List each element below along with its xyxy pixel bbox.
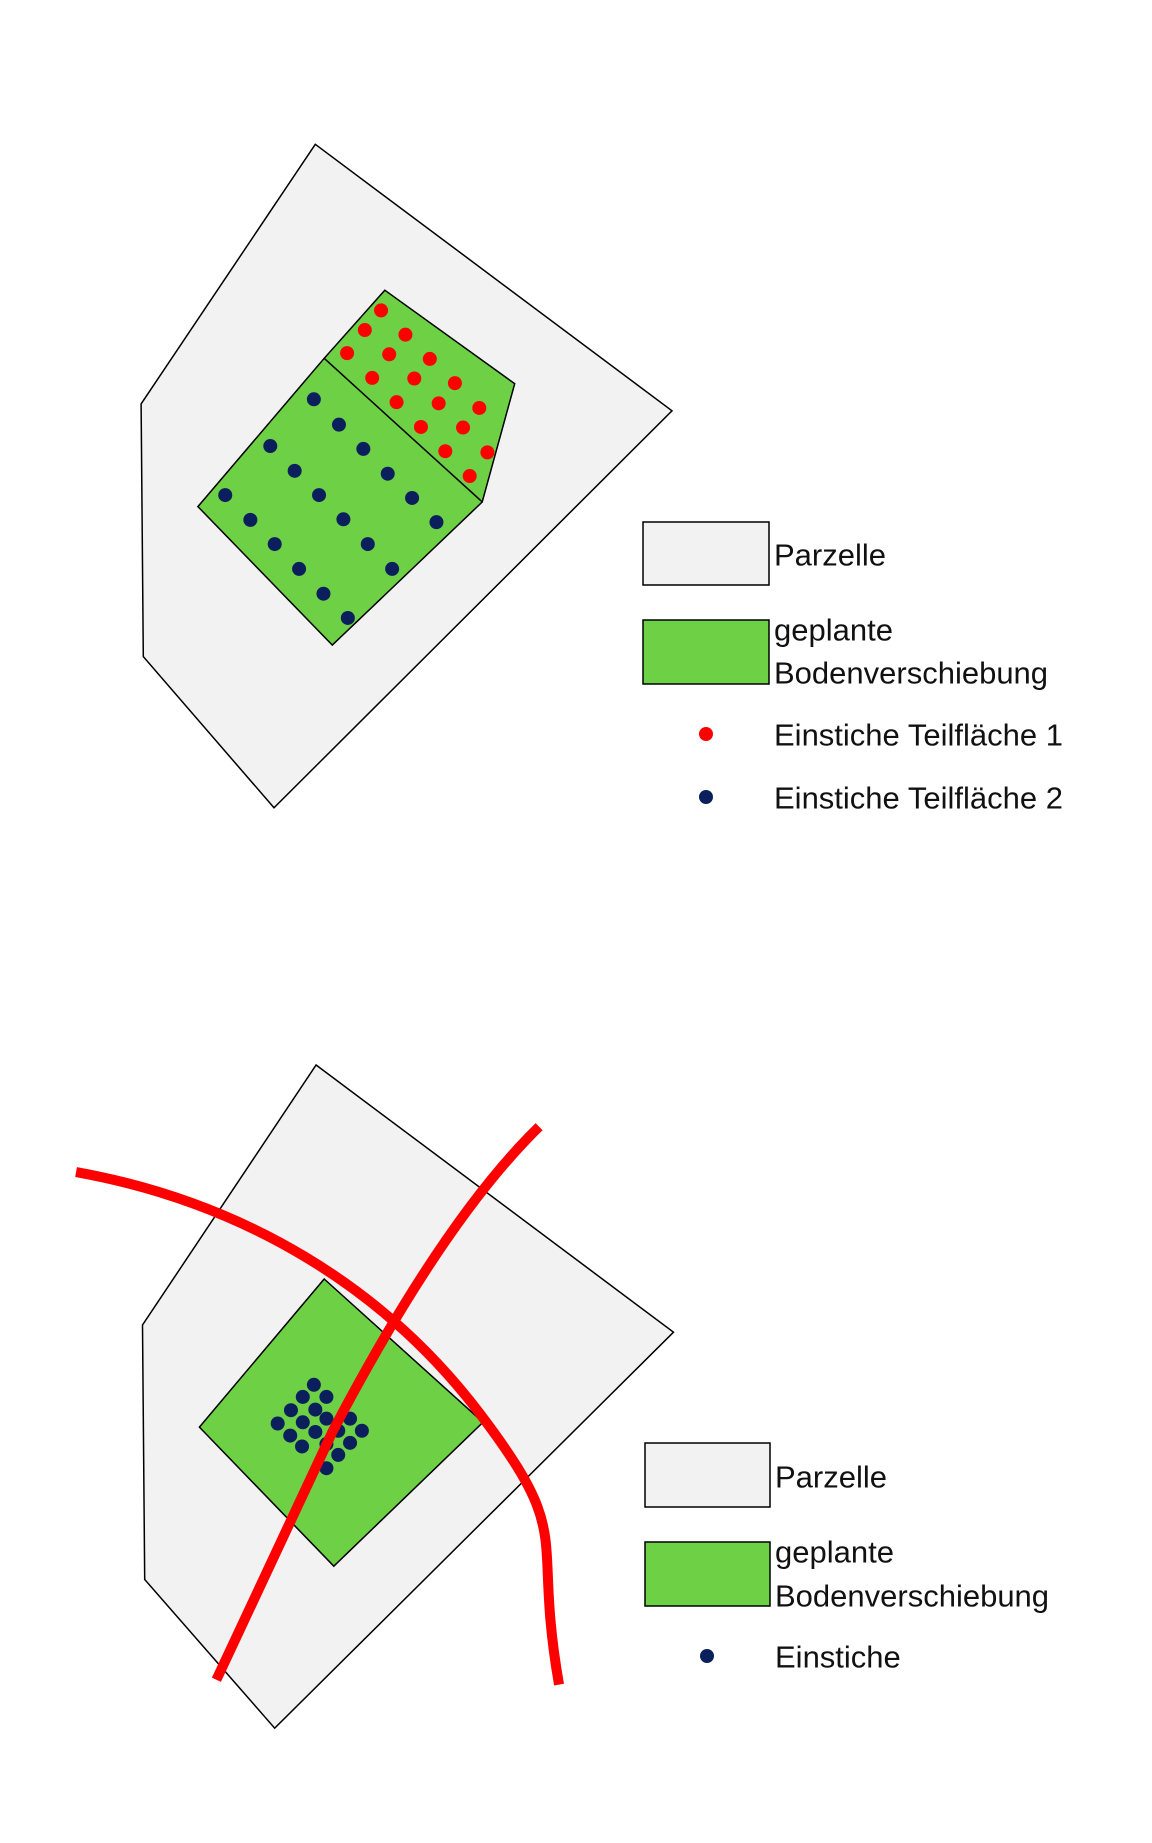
legend-parcel-swatch (644, 1442, 771, 1508)
point-area2 (316, 586, 331, 601)
legend-area1-dot (699, 727, 713, 741)
point (295, 1389, 310, 1404)
panel-top (140, 143, 770, 809)
legend-planned-label-1-bottom: geplante (775, 1534, 894, 1570)
point-area1 (447, 376, 462, 391)
point (283, 1403, 298, 1418)
planned-area-polygon (196, 289, 516, 647)
legend-planned-label-2-bottom: Bodenverschiebung (775, 1578, 1050, 1614)
point-area2 (243, 512, 258, 527)
point-area1 (407, 371, 422, 386)
point-area2 (263, 439, 278, 454)
point-area1 (413, 419, 428, 434)
point-area1 (374, 303, 389, 318)
legend-area2-label: Einstiche Teilfläche 2 (774, 780, 1063, 816)
point-area2 (405, 490, 420, 505)
panel-bottom (75, 1063, 771, 1730)
point-area1 (472, 400, 487, 415)
legend-planned-label-1: geplante (774, 612, 893, 648)
legend-parcel-swatch (642, 521, 770, 586)
red-diagonal-line (211, 1123, 543, 1682)
point-area1 (365, 370, 380, 385)
point-area2 (360, 537, 375, 552)
legend-planned-swatch (642, 619, 770, 685)
point-area2 (340, 610, 355, 625)
point (354, 1423, 369, 1438)
point-area1 (462, 469, 477, 484)
point-area1 (438, 444, 453, 459)
legend-points-label-bottom: Einstiche (775, 1639, 901, 1675)
legend-planned-label-2: Bodenverschiebung (774, 655, 1049, 691)
point-area2 (429, 515, 444, 530)
legend-area1-label: Einstiche Teilfläche 1 (774, 717, 1063, 753)
point (270, 1416, 285, 1431)
red-arc-line (75, 1167, 564, 1686)
point-area1 (389, 395, 404, 410)
point-area2 (336, 512, 351, 527)
point (319, 1389, 334, 1404)
point-area1 (431, 396, 446, 411)
point-area1 (398, 327, 413, 342)
point-area2 (312, 488, 327, 503)
point (295, 1439, 310, 1454)
point-area2 (306, 392, 321, 407)
subarea-divider (323, 357, 483, 503)
point (343, 1435, 358, 1450)
legend-area2-dot (699, 790, 713, 804)
point-area2 (331, 417, 346, 432)
point (331, 1447, 346, 1462)
point (283, 1428, 298, 1443)
point-area1 (456, 420, 471, 435)
point (295, 1415, 310, 1430)
point-area2 (356, 441, 371, 456)
point-area1 (357, 323, 372, 338)
point (306, 1377, 321, 1392)
legend-points-dot (700, 1649, 714, 1663)
point-area2 (218, 488, 233, 503)
point-area2 (380, 466, 395, 481)
legend-parcel-label: Parzelle (774, 537, 886, 573)
point-area1 (422, 351, 437, 366)
point (319, 1411, 334, 1426)
point-area1 (340, 346, 355, 361)
point-area1 (480, 445, 495, 460)
point (308, 1424, 323, 1439)
point (319, 1461, 334, 1476)
point-area2 (292, 561, 307, 576)
legend-parcel-label-bottom: Parzelle (775, 1459, 887, 1495)
point-area2 (287, 463, 302, 478)
point (308, 1402, 323, 1417)
point-area2 (385, 561, 400, 576)
point-area2 (267, 537, 282, 552)
legend-planned-swatch (644, 1541, 771, 1607)
point-area1 (382, 347, 397, 362)
